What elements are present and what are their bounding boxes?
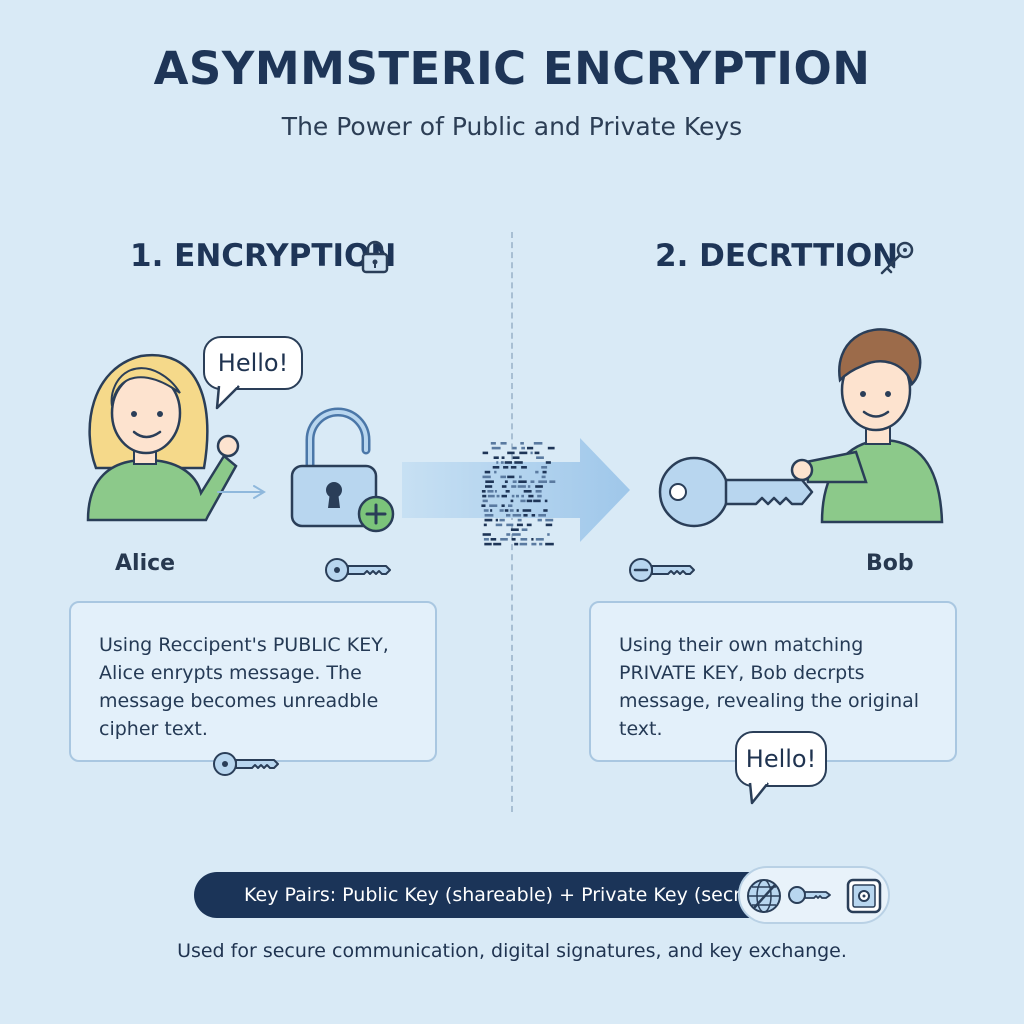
page-subtitle: The Power of Public and Private Keys (281, 112, 743, 141)
private-key-large-icon (658, 456, 814, 528)
bob-speech-bubble: Hello! (735, 731, 827, 787)
bob-name: Bob (866, 551, 914, 576)
alice-name: Alice (115, 551, 176, 576)
alice-bubble-tail (215, 382, 240, 410)
bob-speech-text: Hello! (745, 745, 817, 773)
public-key-icon (325, 558, 391, 582)
key-pair-key-icon (788, 886, 831, 904)
safe-icon (846, 878, 882, 914)
encryption-heading: 1. ENCRYPTION (130, 238, 396, 274)
encryption-description-box: Using Reccipent's PUBLIC KEY, Alice enry… (69, 601, 437, 762)
decryption-description: Using their own matching PRIVATE KEY, Bo… (619, 634, 920, 740)
encryption-heading-text: 1. ENCRYPTION (130, 238, 397, 274)
small-arrow-icon (217, 485, 266, 499)
key-pairs-text: Key Pairs: Public Key (shareable) + Priv… (244, 884, 768, 906)
bob-illustration (790, 328, 944, 524)
decryption-heading-text: 2. DECRTTION (655, 238, 899, 274)
private-key-icon (629, 558, 695, 582)
footer-text: Used for secure communication, digital s… (177, 940, 847, 962)
globe-key-icon (747, 879, 781, 913)
bob-bubble-tail (748, 779, 769, 805)
section-divider (511, 232, 513, 812)
public-key-icon-box (213, 752, 279, 776)
key-icon (880, 241, 914, 275)
unlock-icon (361, 240, 389, 274)
alice-illustration (86, 353, 240, 522)
encryption-description: Using Reccipent's PUBLIC KEY, Alice enry… (99, 634, 389, 740)
transfer-arrow (402, 438, 630, 542)
page-title: ASYMMSTERIC ENCRYPTION (153, 42, 871, 95)
alice-speech-bubble: Hello! (203, 336, 303, 390)
decryption-heading: 2. DECRTTION (655, 238, 898, 274)
cipher-text-graphic (481, 442, 556, 546)
alice-speech-text: Hello! (217, 349, 289, 377)
padlock-plus-icon (290, 407, 395, 533)
